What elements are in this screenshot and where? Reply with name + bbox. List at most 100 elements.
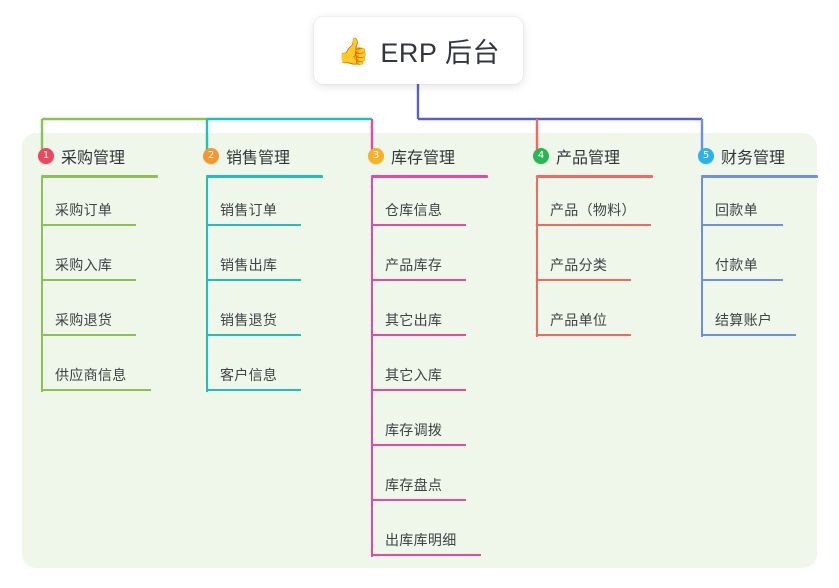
branch-number-badge: 1 (38, 148, 54, 164)
branch-item-label: 付款单 (715, 257, 758, 273)
branch-item[interactable]: 其它出库 (352, 288, 488, 343)
branch-item[interactable]: 销售订单 (187, 178, 323, 233)
branch-item-label: 销售订单 (220, 202, 278, 218)
branch-item-underline (371, 334, 466, 336)
branch-item[interactable]: 回款单 (682, 178, 818, 233)
branch-item-underline (371, 224, 466, 226)
branch-title-label: 销售管理 (226, 150, 291, 167)
branch-number-badge: 2 (203, 148, 219, 164)
branch-title-label: 产品管理 (556, 150, 621, 167)
branch-item-underline (41, 279, 136, 281)
branch-spine (206, 178, 208, 392)
branch-column-1: 1 采购管理采购订单采购入库采购退货供应商信息 (22, 143, 158, 398)
branch-underline (701, 175, 818, 178)
branch-item-list: 产品（物料） 产品分类产品单位 (517, 178, 653, 343)
branch-item[interactable]: 采购订单 (22, 178, 158, 233)
thumbs-up-icon: 👍 (337, 35, 370, 66)
branch-spine (41, 178, 43, 392)
branch-item[interactable]: 供应商信息 (22, 343, 158, 398)
branch-header-4[interactable]: 4 产品管理 (517, 143, 653, 169)
branch-number-badge: 3 (368, 148, 384, 164)
branch-item[interactable]: 销售出库 (187, 233, 323, 288)
branch-item-label: 供应商信息 (55, 367, 127, 383)
branch-item-underline (206, 389, 301, 391)
branch-item-underline (206, 334, 301, 336)
branch-item-underline (371, 554, 481, 556)
branch-item[interactable]: 其它入库 (352, 343, 488, 398)
branch-title-label: 库存管理 (391, 150, 456, 167)
branch-item-label: 产品（物料） (550, 202, 636, 218)
branch-header-5[interactable]: 5 财务管理 (682, 143, 818, 169)
branch-header-3[interactable]: 3 库存管理 (352, 143, 488, 169)
branch-underline (536, 175, 653, 178)
branch-underline (206, 175, 323, 178)
branch-item-label: 回款单 (715, 202, 758, 218)
branch-item[interactable]: 结算账户 (682, 288, 818, 343)
branch-column-5: 5 财务管理回款单付款单结算账户 (682, 143, 818, 343)
diagram-background-panel (22, 133, 817, 568)
branch-item-underline (41, 224, 136, 226)
branch-item-label: 采购订单 (55, 202, 113, 218)
branch-item[interactable]: 采购退货 (22, 288, 158, 343)
branch-underline (41, 175, 158, 178)
branch-spine (536, 178, 538, 337)
branch-item-list: 销售订单销售出库销售退货客户信息 (187, 178, 323, 398)
branch-number-badge: 4 (533, 148, 549, 164)
branch-item-label: 库存调拨 (385, 422, 443, 438)
branch-title-label: 财务管理 (721, 150, 786, 167)
branch-item-underline (701, 279, 783, 281)
branch-item[interactable]: 销售退货 (187, 288, 323, 343)
branch-header-1[interactable]: 1 采购管理 (22, 143, 158, 169)
branch-item-label: 其它入库 (385, 367, 443, 383)
branch-item[interactable]: 库存盘点 (352, 453, 488, 508)
branch-item[interactable]: 产品单位 (517, 288, 653, 343)
branch-item[interactable]: 产品库存 (352, 233, 488, 288)
branch-item-underline (536, 224, 651, 226)
branch-spine (371, 178, 373, 557)
branch-item-underline (371, 499, 466, 501)
branch-item-underline (536, 279, 631, 281)
branch-header-2[interactable]: 2 销售管理 (187, 143, 323, 169)
branch-item-underline (206, 279, 301, 281)
branch-item-label: 结算账户 (715, 312, 773, 328)
branch-item-underline (371, 389, 466, 391)
branch-item-label: 采购入库 (55, 257, 113, 273)
branch-item-list: 采购订单采购入库采购退货供应商信息 (22, 178, 158, 398)
branch-item-underline (371, 444, 466, 446)
branch-item-label: 采购退货 (55, 312, 113, 328)
branch-item-label: 销售退货 (220, 312, 278, 328)
branch-item[interactable]: 采购入库 (22, 233, 158, 288)
branch-item-underline (41, 389, 151, 391)
branch-item-underline (701, 334, 796, 336)
branch-item[interactable]: 出库库明细 (352, 508, 488, 563)
branch-column-4: 4 产品管理产品（物料） 产品分类产品单位 (517, 143, 653, 343)
branch-item[interactable]: 产品分类 (517, 233, 653, 288)
branch-item-underline (536, 334, 631, 336)
branch-item-label: 库存盘点 (385, 477, 443, 493)
branch-item-label: 产品库存 (385, 257, 443, 273)
branch-item-label: 仓库信息 (385, 202, 443, 218)
branch-item-label: 产品分类 (550, 257, 608, 273)
branch-item-list: 仓库信息产品库存其它出库其它入库库存调拨库存盘点出库库明细 (352, 178, 488, 563)
branch-item[interactable]: 产品（物料） (517, 178, 653, 233)
branch-item-underline (41, 334, 136, 336)
branch-item[interactable]: 仓库信息 (352, 178, 488, 233)
branch-column-2: 2 销售管理销售订单销售出库销售退货客户信息 (187, 143, 323, 398)
branch-title-label: 采购管理 (61, 150, 126, 167)
branch-item-underline (371, 279, 466, 281)
branch-item-label: 出库库明细 (385, 532, 457, 548)
branch-spine (701, 178, 703, 337)
branch-number-badge: 5 (698, 148, 714, 164)
branch-item-label: 客户信息 (220, 367, 278, 383)
branch-item-underline (206, 224, 301, 226)
root-node[interactable]: 👍 ERP 后台 (314, 17, 523, 84)
branch-item[interactable]: 库存调拨 (352, 398, 488, 453)
branch-item-label: 销售出库 (220, 257, 278, 273)
branch-item-list: 回款单付款单结算账户 (682, 178, 818, 343)
root-node-content: 👍 ERP 后台 (337, 31, 500, 70)
branch-item-underline (701, 224, 783, 226)
branch-item[interactable]: 付款单 (682, 233, 818, 288)
branch-column-3: 3 库存管理仓库信息产品库存其它出库其它入库库存调拨库存盘点出库库明细 (352, 143, 488, 563)
branch-item[interactable]: 客户信息 (187, 343, 323, 398)
